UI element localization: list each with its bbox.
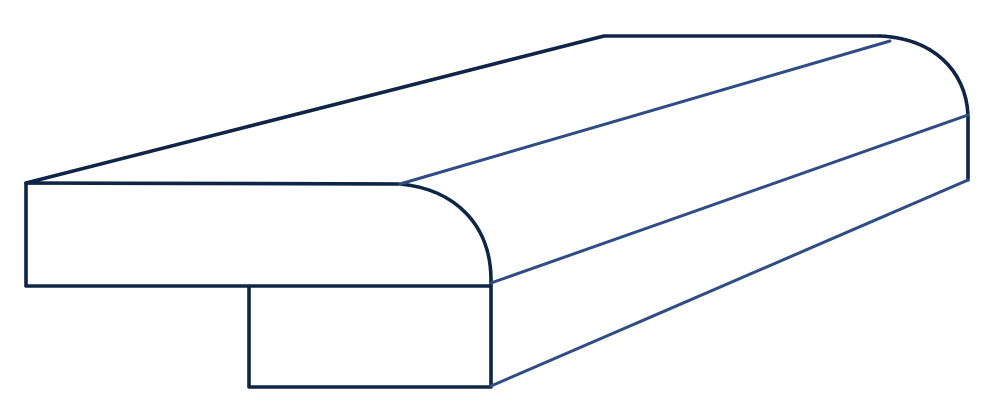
roundover-top-edge — [398, 39, 892, 186]
front-nose-profile — [24, 181, 493, 288]
back-nose-curve — [878, 34, 970, 182]
molding-bottom-edge — [489, 178, 970, 388]
front-tongue-profile — [247, 284, 493, 389]
roundover-bottom-edge — [489, 113, 970, 285]
top-back-edge — [24, 34, 882, 185]
